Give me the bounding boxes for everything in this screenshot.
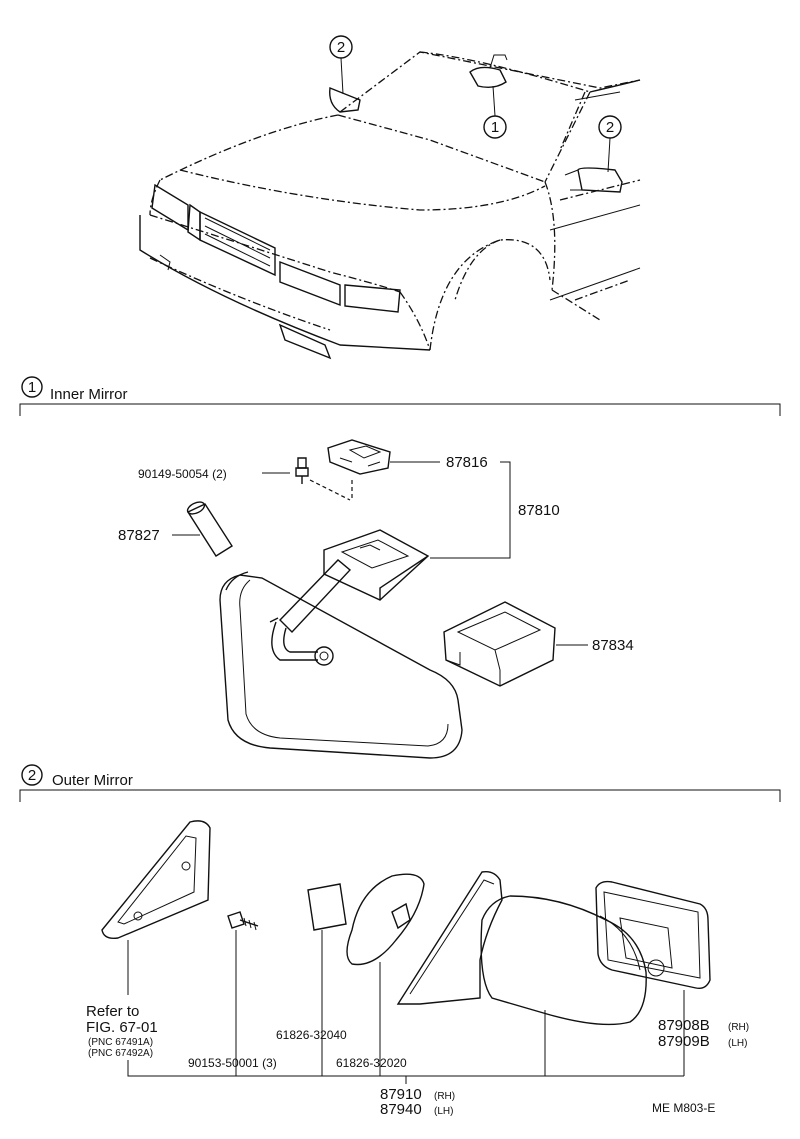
bracket-label: 87816: [446, 454, 488, 471]
screw-label: 90153-50001 (3): [188, 1056, 277, 1070]
svg-text:1: 1: [491, 119, 499, 136]
glass-lh-label: 87909B: [658, 1033, 710, 1050]
footer-code: ME M803-E: [652, 1101, 715, 1115]
svg-text:2: 2: [28, 767, 36, 784]
triangle-cover: [101, 820, 211, 995]
seal-b-label: 61826-32020: [336, 1056, 407, 1070]
pnc-2: (PNC 67492A): [88, 1048, 153, 1059]
inner-mirror-shape: [469, 66, 507, 89]
right-outer-mirror-shape: [577, 167, 623, 193]
glass-rh-side: (RH): [728, 1022, 749, 1033]
refer-line1: Refer to: [86, 1003, 139, 1020]
bolt-90149: [262, 457, 353, 501]
callout-2-right: 2: [598, 115, 622, 173]
seal-a-label: 61826-32040: [276, 1028, 347, 1042]
inner-mirror-header: 1 Inner Mirror: [19, 376, 781, 416]
outer-mirror-header: 2 Outer Mirror: [19, 764, 781, 802]
outer-mirror-title: Outer Mirror: [52, 772, 133, 789]
car-illustration: [139, 51, 641, 360]
cover-87834: [443, 601, 588, 687]
cover-cap-87827: [172, 501, 233, 557]
screw-90153: [227, 911, 259, 1062]
assembly-label: 87810: [518, 502, 560, 519]
refer-line2: FIG. 67-01: [86, 1019, 158, 1036]
svg-text:1: 1: [28, 379, 36, 396]
callout-2-left: 2: [329, 35, 353, 95]
assembly-bracket-line: [127, 1028, 684, 1084]
mirror-rh-side: (RH): [434, 1091, 455, 1102]
mirror-rh-label: 87910: [380, 1086, 422, 1103]
glass-rh-label: 87908B: [658, 1017, 710, 1034]
mirror-lh-side: (LH): [434, 1106, 453, 1117]
cover-cap-label: 87827: [118, 527, 160, 544]
cover-label: 87834: [592, 637, 634, 654]
pnc-1: (PNC 67491A): [88, 1037, 153, 1048]
svg-text:2: 2: [606, 119, 614, 136]
left-outer-mirror-shape: [329, 87, 361, 113]
inner-mirror-title: Inner Mirror: [50, 386, 128, 403]
bolt-label: 90149-50054 (2): [138, 467, 227, 481]
outer-mirror-assembly: [396, 870, 647, 1076]
glass-lh-side: (LH): [728, 1038, 747, 1049]
mirror-lh-label: 87940: [380, 1101, 422, 1118]
mirror-glass: [595, 880, 711, 1076]
seal-61826-32040: [307, 883, 347, 1028]
inner-mirror-body: [219, 529, 463, 759]
pad-61826-32020: [346, 873, 425, 1058]
callout-1-car: 1: [483, 85, 507, 139]
bracket-87816: [327, 439, 440, 475]
svg-text:2: 2: [337, 39, 345, 56]
